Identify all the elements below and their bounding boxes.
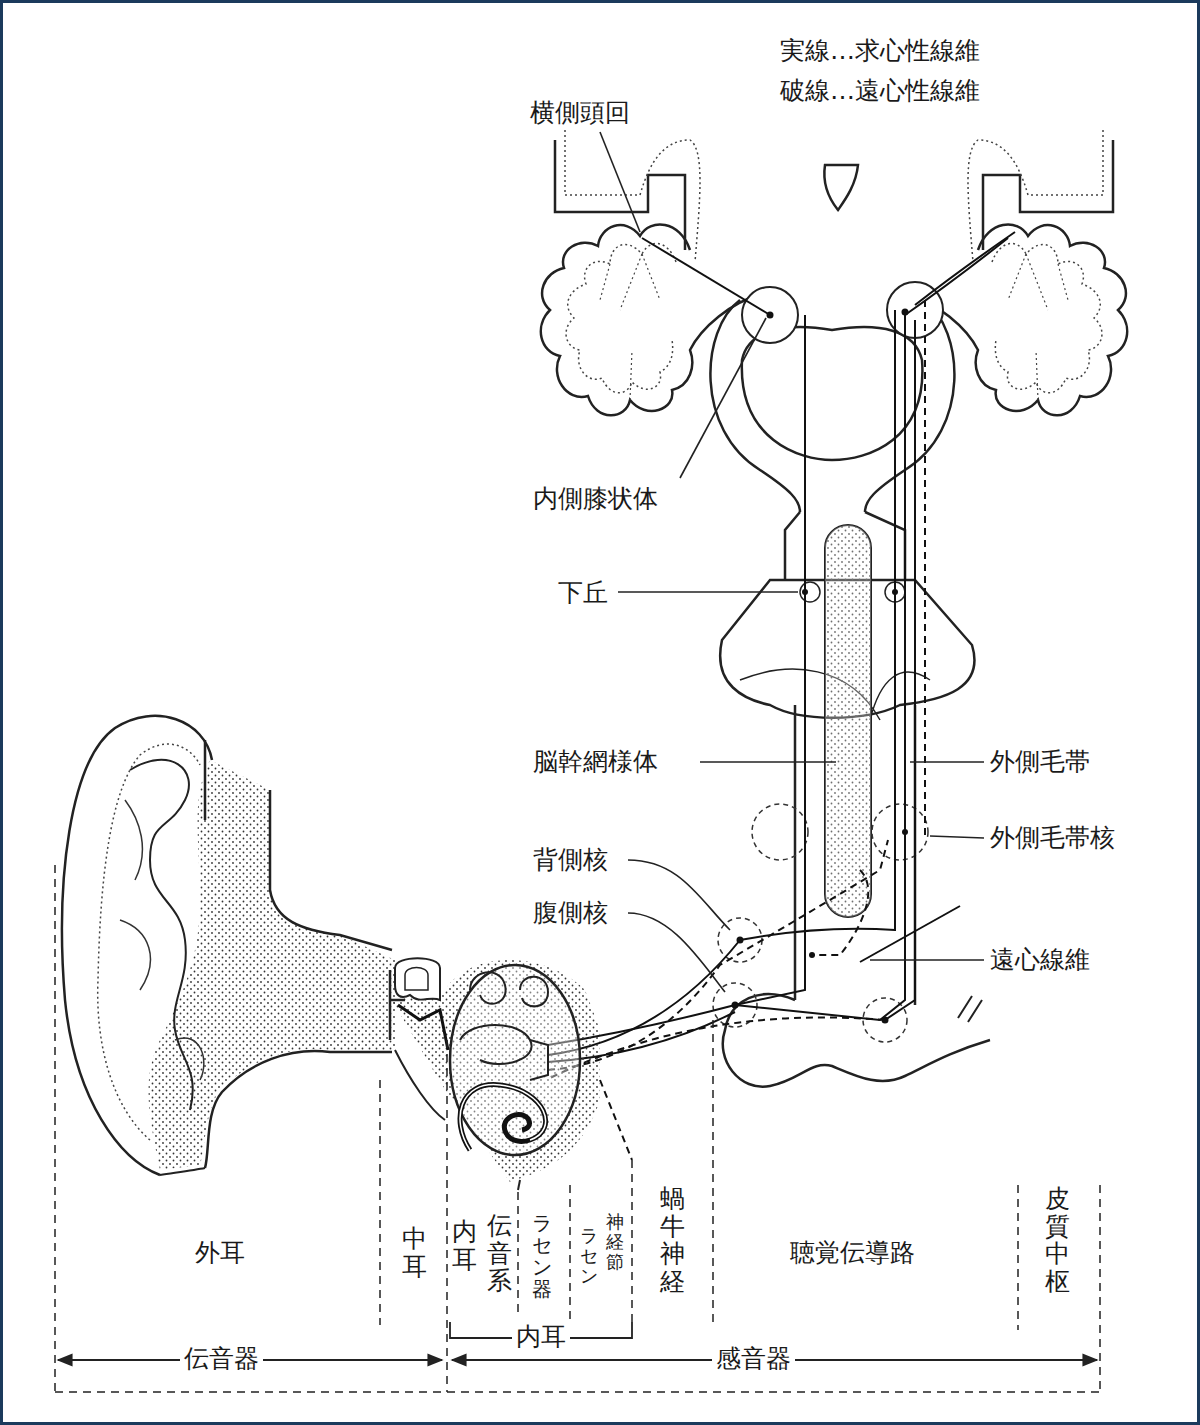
part-label: 外側毛帯 [990,747,1090,777]
part-label: 内耳 [512,1322,570,1352]
part-label: 伝音器 [180,1344,263,1374]
part-label: 外側毛帯核 [990,823,1115,853]
part-label: 背側核 [533,845,608,875]
part-label: 脳幹網様体 [533,747,658,777]
part-label: 感音器 [712,1344,795,1374]
part-label: ラセン器 [532,1212,552,1300]
part-label: 中耳 [402,1225,427,1280]
part-label: 皮質中枢 [1045,1185,1070,1295]
part-label: 腹側核 [533,898,608,928]
part-label: 蝸牛神経 [660,1185,685,1295]
part-label: 下丘 [558,578,608,608]
legend-text: 実線…求心性線維 [780,36,980,66]
part-label: 内側膝状体 [533,484,658,514]
part-label: 内耳 [452,1218,477,1273]
part-label: 伝音系 [487,1212,512,1295]
part-label: 神経節 [606,1212,624,1271]
part-label: 遠心線維 [990,945,1090,975]
part-label: 外耳 [195,1238,245,1268]
part-label: 聴覚伝導路 [790,1238,915,1268]
part-label: ラセン [580,1226,598,1285]
part-label: 横側頭回 [530,98,630,128]
legend-text: 破線…遠心性線維 [780,76,980,106]
